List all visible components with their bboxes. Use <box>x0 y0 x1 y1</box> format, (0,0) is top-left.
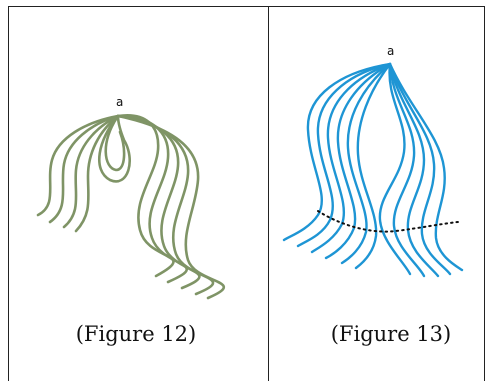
figure-13-strands <box>282 62 464 278</box>
fig12-loop <box>104 114 126 172</box>
figure-12-strands <box>36 113 226 300</box>
fig13-strand <box>282 62 392 242</box>
table-frame <box>8 6 485 381</box>
fig13-strand <box>388 62 452 276</box>
fig12-strand <box>36 114 120 217</box>
fig13-strand <box>388 62 426 278</box>
fig12-strand <box>62 114 120 229</box>
fig13-strand <box>388 62 440 278</box>
fig13-strand <box>310 62 392 254</box>
fig12-strand <box>74 114 120 233</box>
fig12-loop <box>97 114 131 183</box>
figure-13-caption: (Figure 13) <box>330 322 452 346</box>
fig13-strand <box>296 62 392 248</box>
fig13-strand <box>378 62 412 276</box>
fig13-strand <box>340 62 392 265</box>
fig12-strand <box>116 114 226 300</box>
figure-12-caption: (Figure 12) <box>75 322 197 346</box>
fig13-strand <box>388 62 464 272</box>
figure-13-node-label: a <box>387 44 395 58</box>
fig13-strand <box>324 62 392 260</box>
fig13-dotted-curve <box>317 210 459 233</box>
fig12-strand <box>48 114 120 224</box>
fig13-strand <box>354 62 392 270</box>
figure-12-node-label: a <box>116 95 124 109</box>
